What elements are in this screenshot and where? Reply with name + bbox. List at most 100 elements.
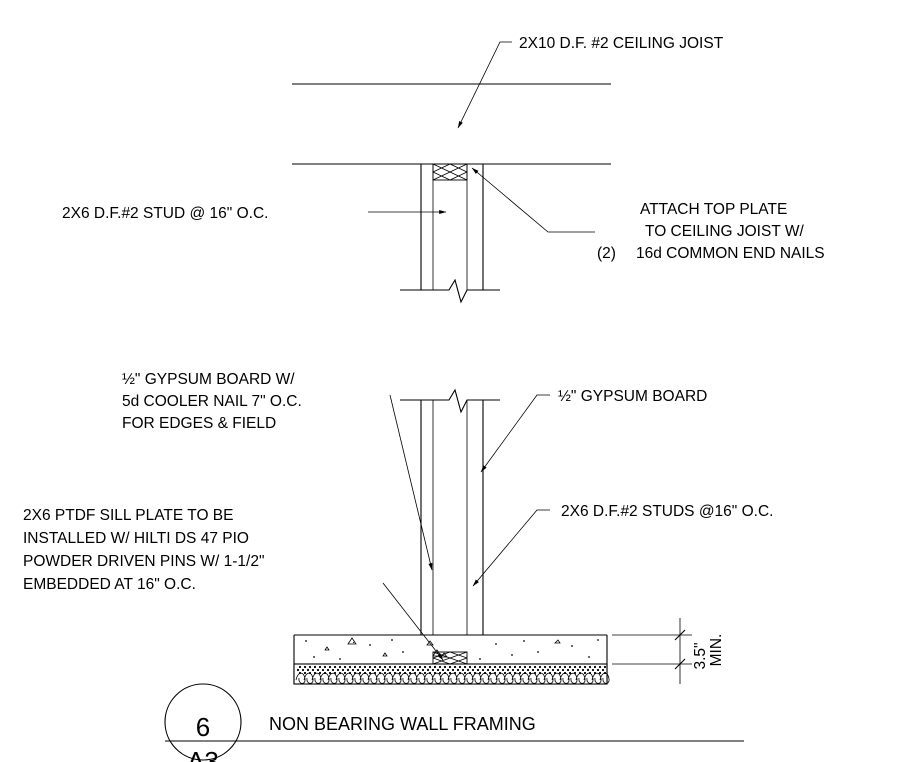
gravel-dot (478, 671, 482, 675)
gravel-dot (598, 671, 602, 675)
gravel-dot (423, 671, 427, 675)
gravel-dot (593, 665, 597, 669)
gravel-base (293, 663, 610, 685)
gravel-dot (433, 665, 437, 669)
note-gyp-right: ½" GYPSUM BOARD (558, 388, 707, 405)
gravel-dot (388, 665, 392, 669)
gravel-dot (566, 668, 570, 672)
gravel-dot (403, 671, 407, 675)
gravel-dot (391, 668, 395, 672)
gravel-dot (338, 671, 342, 675)
gravel-dot (581, 668, 585, 672)
gravel-dot (353, 665, 357, 669)
gravel-dot (451, 668, 455, 672)
gravel-dot (386, 668, 390, 672)
gravel-dot (593, 671, 597, 675)
gravel-dot (471, 668, 475, 672)
gravel-dot (358, 671, 362, 675)
gravel-dot (576, 668, 580, 672)
gravel-dot (543, 671, 547, 675)
gravel-dot (588, 665, 592, 669)
gravel-dot (571, 668, 575, 672)
gravel-dot (396, 668, 400, 672)
gravel-dot (596, 668, 600, 672)
gravel-dot (516, 668, 520, 672)
gravel-dot (371, 668, 375, 672)
note-studs-bottom: 2X6 D.F.#2 STUDS @16" O.C. (561, 503, 773, 520)
gravel-dot (418, 665, 422, 669)
gravel-dot (433, 671, 437, 675)
gravel-dot (531, 668, 535, 672)
sheet-number: A3 (187, 746, 219, 762)
gravel-dot (363, 671, 367, 675)
gravel-dot (313, 665, 317, 669)
gravel-dot (446, 668, 450, 672)
gravel-dot (328, 671, 332, 675)
gravel-dot (588, 671, 592, 675)
gravel-dot (568, 671, 572, 675)
gravel-dot (438, 665, 442, 669)
gravel-dot (393, 671, 397, 675)
dimension-min: MIN. (708, 634, 725, 667)
gravel-dot (513, 665, 517, 669)
gravel-dot (408, 671, 412, 675)
gravel-dot (483, 671, 487, 675)
gravel-dot (343, 671, 347, 675)
gravel-dot (313, 671, 317, 675)
gravel-dot (328, 665, 332, 669)
note-stud-top: 2X6 D.F.#2 STUD @ 16" O.C. (62, 205, 268, 222)
gravel-dot (563, 671, 567, 675)
dimension-value: 3.5" (692, 642, 709, 669)
gravel-dot (458, 665, 462, 669)
gravel-dot (583, 665, 587, 669)
gravel-dot (441, 668, 445, 672)
gravel-dot (383, 665, 387, 669)
gravel-dot (318, 665, 322, 669)
gravel-dot (533, 671, 537, 675)
gravel-dot (508, 671, 512, 675)
gravel-dot (598, 665, 602, 669)
gravel-dot (553, 671, 557, 675)
gravel-dot (476, 668, 480, 672)
gravel-dot (583, 671, 587, 675)
gravel-dot (398, 665, 402, 669)
gravel-dot (356, 668, 360, 672)
gravel-dot (536, 668, 540, 672)
gravel-dot (406, 668, 410, 672)
gravel-dot (551, 668, 555, 672)
gravel-dot (488, 671, 492, 675)
gravel-dot (448, 671, 452, 675)
gravel-dot (366, 668, 370, 672)
gravel-dot (501, 668, 505, 672)
gravel-dot (466, 668, 470, 672)
gravel-dot (538, 671, 542, 675)
gravel-dot (373, 665, 377, 669)
gravel-dot (443, 665, 447, 669)
gravel-dot (426, 668, 430, 672)
gravel-dot (558, 671, 562, 675)
gravel-dot (528, 665, 532, 669)
gravel-dot (506, 668, 510, 672)
gravel-dot (443, 671, 447, 675)
gravel-dot (526, 668, 530, 672)
gravel-dot (401, 668, 405, 672)
gravel-dot (493, 671, 497, 675)
gravel-dot (498, 665, 502, 669)
gravel-dot (306, 668, 310, 672)
gravel-dot (438, 671, 442, 675)
gravel-dot (586, 668, 590, 672)
gravel-dot (491, 668, 495, 672)
gravel-dot (573, 665, 577, 669)
gravel-dot (348, 665, 352, 669)
note-gyp-left-line2: 5d COOLER NAIL 7" O.C. (122, 393, 302, 410)
gravel-dot (326, 668, 330, 672)
gravel-dot (393, 665, 397, 669)
gravel-dot (298, 671, 302, 675)
gravel-dot (323, 665, 327, 669)
gravel-dot (448, 665, 452, 669)
gravel-dot (363, 665, 367, 669)
gravel-dot (511, 668, 515, 672)
gravel-dot (378, 671, 382, 675)
gravel-dot (518, 665, 522, 669)
